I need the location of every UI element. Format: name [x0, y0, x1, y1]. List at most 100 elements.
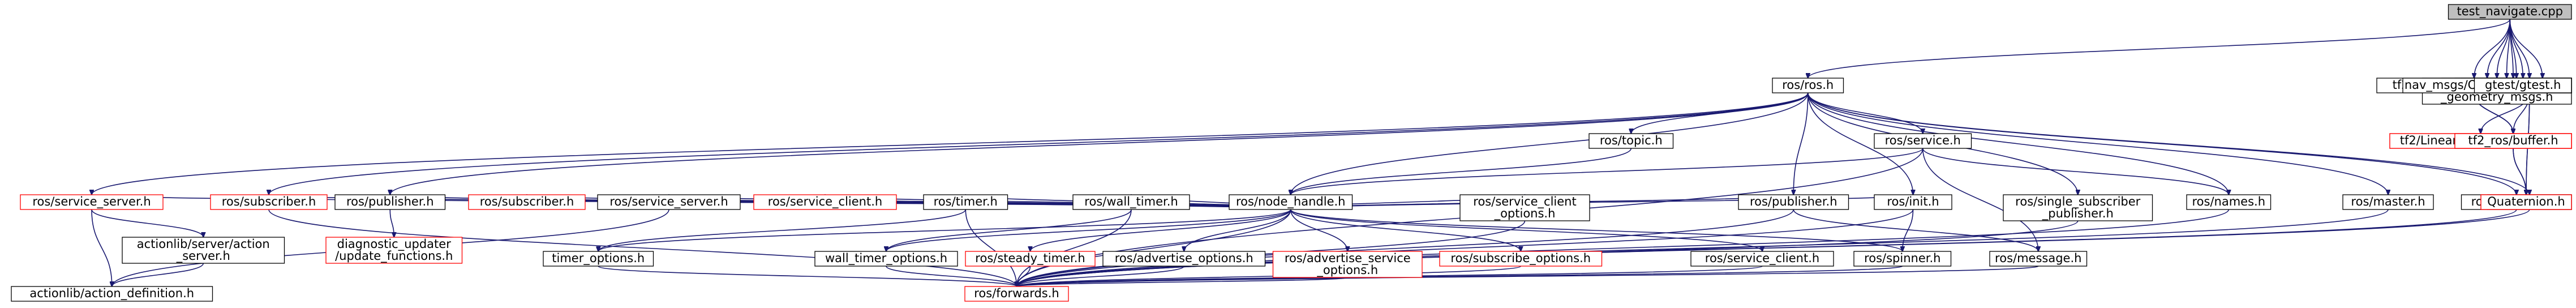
node-label: ros/timer.h — [934, 195, 998, 208]
node-ros-topic[interactable]: ros/topic.h — [1588, 133, 1674, 149]
node-gtest[interactable]: gtest/gtest.h — [2474, 78, 2572, 93]
node-ros-ros[interactable]: ros/ros.h — [1772, 78, 1844, 93]
node-box — [2454, 133, 2572, 149]
edge-ros_init-to-ros_forwards — [1017, 209, 1914, 286]
node-label: ros/publisher.h — [346, 195, 434, 208]
edge-actionlib_server-to-actionlib_def — [112, 263, 204, 286]
node-label: ros/node_handle.h — [1236, 195, 1346, 209]
node-label: /update_functions.h — [335, 249, 453, 263]
node-ros-single-sub[interactable]: ros/single_subscriber_publisher.h — [2003, 194, 2153, 221]
edge-ros_names-to-ros_forwards — [1017, 209, 2230, 286]
edge-ros_publisher_b-to-ros_message — [1793, 209, 2038, 251]
node-label: _options.h — [1316, 263, 1378, 277]
node-box — [597, 194, 741, 210]
node-label: ros/service_client.h — [1705, 251, 1819, 266]
edge-ros_advertise_service-to-ros_forwards — [1017, 277, 1349, 286]
node-ros-advertise-service[interactable]: ros/advertise_service_options.h — [1272, 251, 1423, 278]
node-ros-service-client-b[interactable]: ros/service_client.h — [1690, 251, 1834, 267]
node-quaternion-b[interactable]: Quaternion.h — [2480, 194, 2572, 210]
node-ros-node-handle[interactable]: ros/node_handle.h — [1229, 194, 1353, 210]
node-wall-timer-options[interactable]: wall_timer_options.h — [814, 251, 958, 267]
node-label: ros/message.h — [1995, 251, 2081, 265]
edge-ros_topic-to-ros_node_handle — [1291, 148, 1632, 195]
edge-ros_timer-to-timer_options — [598, 209, 967, 251]
node-label: ros/advertise_service — [1285, 251, 1411, 266]
edge-ros_node_handle-to-ros_service_client_b — [1290, 209, 1762, 251]
node-box — [2003, 194, 2153, 221]
node-box — [468, 194, 586, 210]
edge-ros_advertise_options-to-ros_forwards — [1017, 266, 1185, 286]
node-box — [1772, 78, 1844, 93]
node-label: ros/service_client — [1473, 195, 1576, 209]
node-ros-init[interactable]: ros/init.h — [1874, 194, 1952, 210]
node-ros-names[interactable]: ros/names.h — [2186, 194, 2272, 210]
edge-ros_ros-to-ros_service_server — [92, 92, 1809, 195]
node-box — [1439, 251, 1603, 267]
node-label: ros/steady_timer.h — [975, 251, 1085, 266]
edge-ros_ros-to-ros_publisher_a — [390, 92, 1809, 195]
node-timer-options[interactable]: timer_options.h — [543, 251, 654, 267]
node-box — [1459, 194, 1590, 221]
node-ros-publisher-a[interactable]: ros/publisher.h — [334, 194, 446, 210]
edge-ros_ros-to-ros_master — [1807, 92, 2388, 195]
node-ros-message[interactable]: ros/message.h — [1989, 251, 2088, 267]
node-label: timer_options.h — [552, 251, 645, 266]
edge-ros_ros-to-ros_node_handle — [1291, 92, 1809, 195]
node-ros-timer[interactable]: ros/timer.h — [923, 194, 1008, 210]
node-box — [964, 286, 1069, 302]
node-label: ros/init.h — [1887, 195, 1939, 208]
node-box — [2480, 194, 2572, 210]
edge-wall_timer_options-to-ros_forwards — [886, 266, 1017, 286]
node-box — [1229, 194, 1353, 210]
node-label: _publisher.h — [2042, 207, 2114, 221]
node-box — [1738, 194, 1849, 210]
node-ros-master[interactable]: ros/master.h — [2342, 194, 2434, 210]
edge-ros_service-to-ros_node_handle — [1291, 148, 1924, 195]
node-diag-updater[interactable]: diagnostic_updater/update_functions.h — [325, 237, 463, 264]
edge-ros_service-to-ros_names — [1922, 148, 2229, 195]
node-box — [20, 194, 164, 210]
node-ros-wall-timer[interactable]: ros/wall_timer.h — [1072, 194, 1190, 210]
node-ros-subscriber-a[interactable]: ros/subscriber.h — [210, 194, 328, 210]
edge-root-to-nav_getplan — [2507, 19, 2511, 78]
node-label: ros/single_subscriber — [2015, 195, 2140, 209]
node-label: ros/service_server.h — [609, 195, 728, 209]
node-ros-publisher-b[interactable]: ros/publisher.h — [1738, 194, 1849, 210]
edge-root-to-ros_ros — [1808, 19, 2511, 78]
node-box — [1072, 194, 1190, 210]
edge-ros_init-to-ros_spinner — [1903, 209, 1914, 251]
edge-root-to-cstddef — [2509, 19, 2543, 78]
node-label: ros/subscriber.h — [222, 195, 316, 208]
nodes-layer: test_navigate.cppros/ros.htf2/utils.htf2… — [11, 4, 2572, 302]
node-label: ros/service_client.h — [768, 195, 882, 209]
node-box — [814, 251, 958, 267]
node-actionlib-def[interactable]: actionlib/action_definition.h — [11, 286, 213, 302]
node-box — [210, 194, 328, 210]
edge-ros_message-to-ros_forwards — [1017, 266, 2039, 286]
edge-ros_timer-to-ros_forwards — [965, 209, 1016, 286]
node-box — [122, 237, 285, 264]
node-ros-subscribe-options[interactable]: ros/subscribe_options.h — [1439, 251, 1603, 267]
edge-ros_ros-to-ros_subscriber_a — [269, 92, 1809, 195]
node-label: Quaternion.h — [2487, 195, 2565, 208]
node-ros-advertise-options[interactable]: ros/advertise_options.h — [1102, 251, 1266, 267]
node-actionlib-server[interactable]: actionlib/server/action_server.h — [122, 237, 285, 264]
node-ros-service-client-opts[interactable]: ros/service_client_options.h — [1459, 194, 1590, 221]
node-ros-spinner[interactable]: ros/spinner.h — [1853, 251, 1952, 267]
edge-ros_publisher_a-to-diag_updater — [389, 209, 394, 237]
node-box — [1874, 133, 1972, 149]
node-ros-subscriber-b[interactable]: ros/subscriber.h — [468, 194, 586, 210]
edge-ros_subscriber_a-to-ros_forwards — [268, 209, 1017, 286]
node-label: ros/wall_timer.h — [1084, 195, 1178, 209]
edge-ros_node_handle-to-wall_timer_options — [886, 209, 1291, 251]
node-tf2-ros-buffer-b[interactable]: tf2_ros/buffer.h — [2454, 133, 2572, 149]
node-ros-service-client-a[interactable]: ros/service_client.h — [753, 194, 897, 210]
node-ros-forwards[interactable]: ros/forwards.h — [964, 286, 1069, 302]
node-ros-steady-timer[interactable]: ros/steady_timer.h — [965, 251, 1096, 267]
node-ros-service-server[interactable]: ros/service_server.h — [20, 194, 164, 210]
node-ros-service-server-b[interactable]: ros/service_server.h — [597, 194, 741, 210]
node-ros-service[interactable]: ros/service.h — [1874, 133, 1972, 149]
node-box — [1272, 251, 1423, 278]
node-label: test_navigate.cpp — [2457, 5, 2563, 19]
edge-ros_wall_timer-to-ros_forwards — [1017, 209, 1132, 286]
